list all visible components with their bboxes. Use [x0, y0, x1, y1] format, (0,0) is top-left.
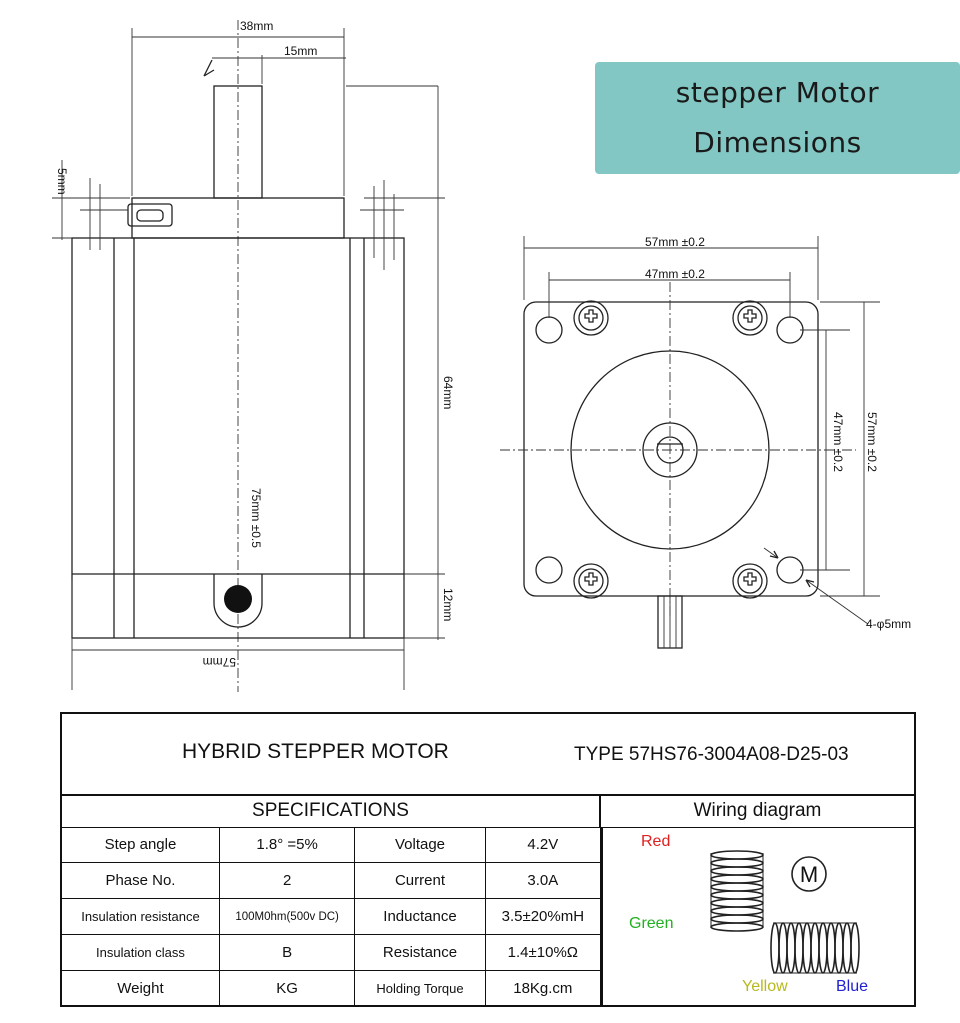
spec-value: 1.8° =5% — [218, 827, 356, 863]
motor-symbol-icon — [791, 856, 827, 892]
screw-icon — [573, 300, 609, 336]
title-line-2: Dimensions — [693, 126, 862, 159]
dim-top-overall: 38mm — [240, 19, 273, 33]
spec-value: 3.5±20%mH — [484, 898, 602, 935]
dim-body-length: 64mm — [441, 376, 455, 409]
spec-value: 3.0A — [484, 862, 602, 899]
spec-label: Step angle — [62, 827, 220, 863]
dim-total-length: 75mm ±0.5 — [249, 488, 263, 548]
dim-outer-width: 57mm ±0.2 — [645, 235, 705, 249]
dimension-drawing: 38mm 15mm 5mm 64mm 75mm ±0.5 12mm 57mm — [52, 19, 911, 692]
spec-value: 1.4±10%Ω — [484, 934, 602, 971]
spec-value: B — [218, 934, 356, 971]
coil-a-icon — [710, 850, 764, 932]
wiring-diagram: M Red Green Yellow Blue — [601, 827, 914, 1005]
wire-yellow-label: Yellow — [742, 978, 788, 995]
spec-value: KG — [218, 970, 356, 1006]
table-row: Step angle 1.8° =5% Voltage 4.2V — [62, 827, 602, 863]
table-row: Weight KG Holding Torque 18Kg.cm — [62, 970, 602, 1006]
front-view: 57mm ±0.2 47mm ±0.2 47mm ±0.2 57mm ±0.2 … — [500, 235, 911, 649]
spec-value: 4.2V — [484, 827, 602, 863]
mount-hole-tr — [776, 316, 804, 344]
side-view: 38mm 15mm 5mm 64mm 75mm ±0.5 12mm 57mm — [52, 19, 455, 692]
screw-icon — [573, 563, 609, 599]
dim-outer-height: 57mm ±0.2 — [865, 412, 879, 472]
table-row: Insulation resistance 100M0hm(500v DC) I… — [62, 898, 602, 935]
dim-mount-holes: 4-φ5mm — [866, 617, 911, 631]
motor-symbol-label: M — [800, 862, 818, 887]
wiring-heading: Wiring diagram — [601, 796, 914, 828]
spec-label: Resistance — [354, 934, 486, 971]
spec-value: 100M0hm(500v DC) — [218, 898, 356, 935]
spec-header: HYBRID STEPPER MOTOR TYPE 57HS76-3004A08… — [62, 714, 914, 796]
mount-hole-tl — [535, 316, 563, 344]
table-row: Phase No. 2 Current 3.0A — [62, 862, 602, 899]
spec-sheet: HYBRID STEPPER MOTOR TYPE 57HS76-3004A08… — [60, 712, 916, 1007]
dim-hole-spacing-width: 47mm ±0.2 — [645, 267, 705, 281]
dim-width: 57mm — [203, 655, 236, 669]
wire-red-label: Red — [641, 833, 671, 850]
spec-label: Holding Torque — [354, 970, 486, 1006]
specifications-heading: SPECIFICATIONS — [62, 796, 601, 828]
spec-value: 2 — [218, 862, 356, 899]
dim-shaft-length: 15mm — [284, 44, 317, 58]
motor-type: TYPE 57HS76-3004A08-D25-03 — [574, 744, 849, 765]
mount-hole-bl — [535, 556, 563, 584]
title-line-1: stepper Motor — [675, 76, 880, 109]
screw-icon — [732, 563, 768, 599]
spec-label: Current — [354, 862, 486, 899]
spec-label: Insulation class — [62, 934, 220, 971]
spec-label: Insulation resistance — [62, 898, 220, 935]
spec-label: Phase No. — [62, 862, 220, 899]
wire-green-label: Green — [629, 915, 674, 932]
cable-outlet — [224, 585, 252, 613]
dim-hole-spacing-height: 47mm ±0.2 — [831, 412, 845, 472]
spec-value: 18Kg.cm — [484, 970, 602, 1006]
screw-icon — [732, 300, 768, 336]
spec-label: Weight — [62, 970, 220, 1006]
table-row: Insulation class B Resistance 1.4±10%Ω — [62, 934, 602, 971]
wire-blue-label: Blue — [836, 978, 869, 995]
spec-table: Step angle 1.8° =5% Voltage 4.2V Phase N… — [62, 827, 602, 1006]
motor-name: HYBRID STEPPER MOTOR — [182, 740, 449, 763]
spec-label: Inductance — [354, 898, 486, 935]
coil-b-icon — [770, 922, 860, 974]
mount-hole-br — [776, 556, 804, 584]
title-banner: stepper Motor Dimensions — [595, 62, 960, 174]
dim-flange-thickness: 5mm — [55, 168, 69, 195]
spec-label: Voltage — [354, 827, 486, 863]
dim-rear-length: 12mm — [441, 588, 455, 621]
